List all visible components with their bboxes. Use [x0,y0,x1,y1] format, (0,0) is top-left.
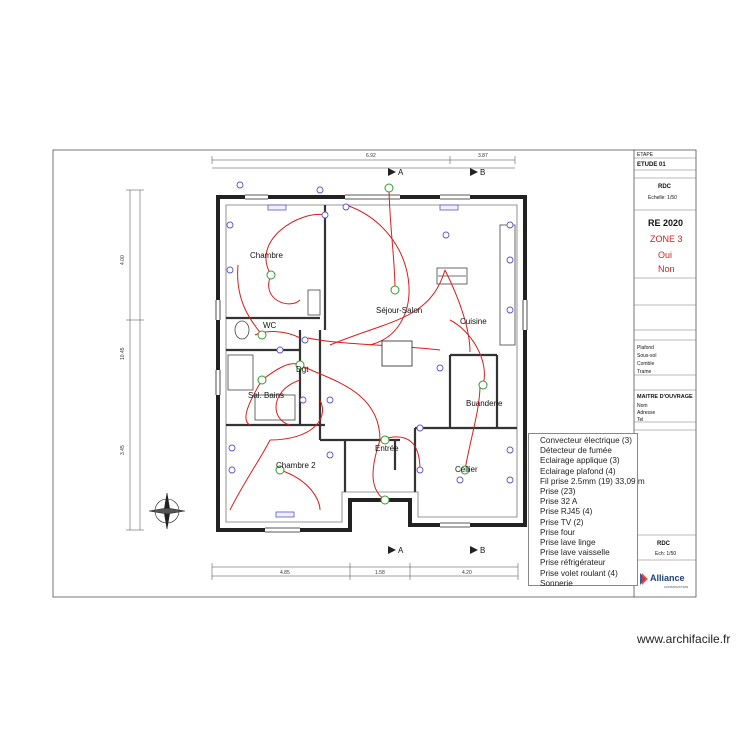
legend-item: Sonnerie [540,578,573,588]
legend-item: Prise lave linge [540,538,596,548]
tb-owner-row-1: Nom [637,403,648,409]
dim-top-right: 3.87 [478,153,488,159]
tb-etude: ETUDE 01 [637,162,666,168]
legend-item: Convecteur électrique (3) [540,436,632,445]
windows [215,194,528,533]
room-cellier: Cellier [455,465,478,474]
legend-item: Prise TV (2) [540,517,584,527]
room-sejour: Séjour-Salon [376,306,422,315]
legend-item: Prise volet roulant (4) [540,568,618,578]
legend-item: Prise RJ45 (4) [540,507,593,517]
tb-owner-row-3: Tel [637,417,643,423]
tb-level: RDC [658,184,672,190]
section-marker-top [388,168,478,554]
compass-icon [148,492,186,530]
tb-bottom-level: RDC [657,541,671,547]
tb-brand: Alliance [650,573,685,583]
tb-owner-row-2: Adresse [637,410,656,416]
tb-row-1: Plafond [637,345,654,351]
legend-item: Prise lave vaisselle [540,548,610,558]
convectors [267,204,459,518]
room-sdb: Sal. Bains [248,391,284,400]
tb-norm: RE 2020 [648,218,683,228]
bottom-dimensions [211,563,519,580]
section-b-bottom: B [480,546,485,555]
room-entree: Entrée [375,444,399,453]
top-dimensions [211,156,516,169]
room-wc: WC [263,321,277,330]
legend-item: Prise (23) [540,487,576,497]
tb-etape-label: ETAPE [637,152,654,158]
interior-walls [226,205,517,492]
room-chambre: Chambre [250,251,283,260]
tb-zone: ZONE 3 [650,234,683,244]
section-b-top: B [480,168,485,177]
alliance-logo-icon [640,573,648,585]
tb-row-2: Sous-sol [637,353,656,359]
legend-item: Eclairage applique (3) [540,456,620,466]
bathroom-fixtures [227,289,321,421]
room-cuisine: Cuisine [460,317,487,326]
legend-item: Fil prise 2.5mm (19) 33,09 m [540,476,645,486]
legend-item: Eclairage plafond (4) [540,466,616,476]
legend-item: Prise 32 A [540,497,578,507]
tb-row-4: Trame [637,369,651,375]
room-chambre2: Chambre 2 [276,461,316,470]
title-block [633,149,697,598]
section-a-bottom: A [398,546,404,555]
exterior-walls [216,195,527,532]
room-degt: Dgt [296,365,309,374]
dim-left-a: 4.00 [120,255,126,265]
window-frames [215,194,528,533]
legend-item: Détecteur de fumée [540,446,612,456]
tb-scale: Echelle: 1/50 [648,195,677,201]
legend: Convecteur électrique (3) Détecteur de f… [528,433,645,588]
dim-bottom-right: 4.20 [462,570,472,576]
dim-left-total: 10.45 [120,347,126,360]
electrical-panel [381,340,413,367]
tb-oui: Oui [658,250,672,260]
dim-top-total: 6.92 [366,153,376,159]
sockets [226,181,514,484]
kitchen-counter [436,224,516,346]
legend-item: Prise réfrigérateur [540,558,606,568]
wall-inner-line [225,204,518,523]
electrical-wiring [229,189,485,511]
tb-bottom-scale: Ech: 1/50 [655,551,676,557]
legend-item: Prise four [540,527,576,537]
dim-left-b: 3.45 [120,445,126,455]
left-dimensions [126,189,144,531]
tb-non: Non [658,264,675,274]
dim-bottom-left: 4.85 [280,570,290,576]
tb-brand-sub: CONSTRUCTION [664,585,688,589]
title-block-lines [634,157,696,561]
tb-row-3: Comble [637,361,654,367]
room-buanderie: Buanderie [466,399,503,408]
tb-owner-section: MAITRE D'OUVRAGE [637,394,693,400]
light-fixtures [257,183,488,505]
dim-bottom-mid: 1.58 [375,570,385,576]
section-a-top: A [398,168,404,177]
watermark: www.archifacile.fr [637,632,731,646]
